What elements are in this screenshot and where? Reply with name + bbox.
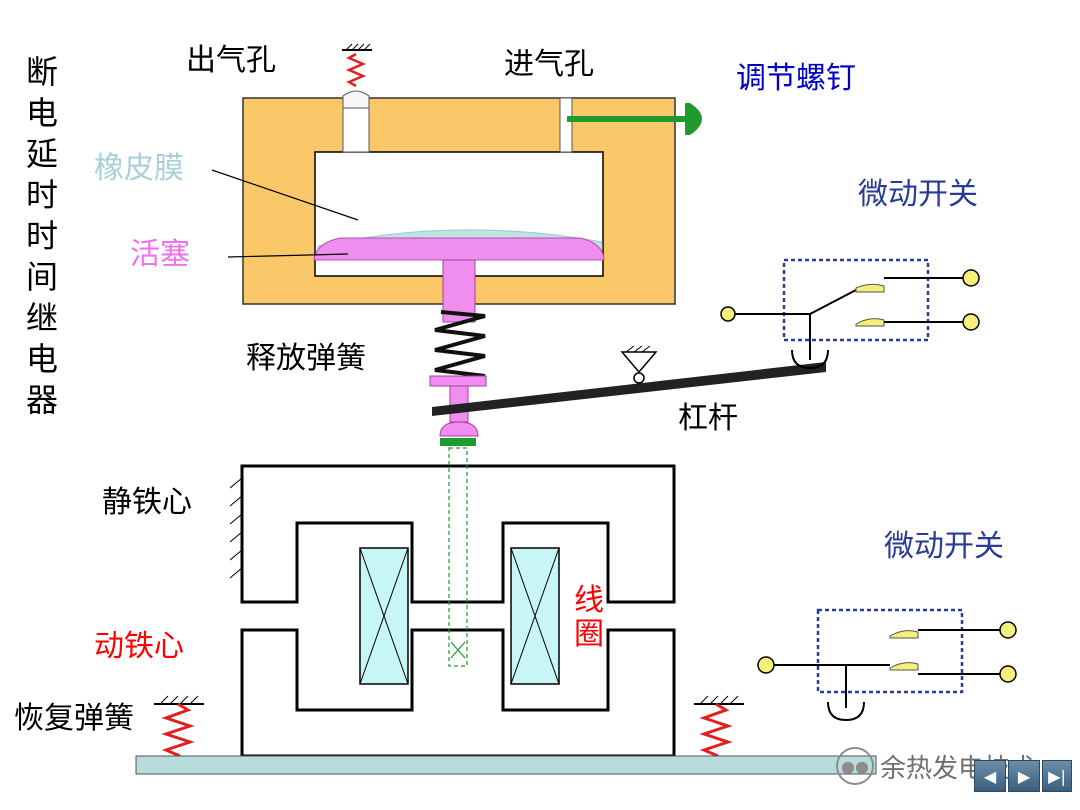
base-plate — [135, 755, 877, 775]
label-static-core: 静铁心 — [102, 485, 192, 520]
label-adjust-screw: 调节螺钉 — [736, 61, 856, 96]
label-moving-core: 动铁心 — [94, 629, 184, 664]
micro-switch-bottom — [757, 608, 1017, 722]
outlet-spring — [345, 52, 367, 88]
piston-pointer — [227, 253, 349, 258]
reset-spring-right — [699, 702, 733, 758]
label-coil: 线圈 — [574, 583, 604, 652]
outlet-valve — [342, 90, 370, 109]
label-micro-switch-top: 微动开关 — [858, 177, 978, 212]
ground-hatch-icon — [345, 43, 371, 51]
coil-right — [510, 547, 560, 685]
release-spring — [434, 310, 486, 378]
static-core-hatch — [229, 477, 243, 579]
lever-pivot — [620, 351, 658, 374]
membrane-pointer — [211, 169, 359, 221]
label-rubber-membrane: 橡皮膜 — [94, 151, 184, 186]
piston-head — [313, 237, 605, 261]
spring-seat — [429, 375, 487, 387]
inlet-channel — [559, 97, 573, 153]
push-rod-dashed — [448, 447, 468, 667]
label-piston: 活塞 — [130, 237, 190, 272]
label-outlet: 出气孔 — [186, 43, 276, 78]
pivot-hatch-icon — [625, 345, 651, 353]
micro-switch-top — [720, 258, 980, 370]
label-release-spring: 释放弹簧 — [246, 341, 366, 376]
wechat-icon: ●● — [836, 747, 874, 785]
label-inlet: 进气孔 — [504, 47, 594, 82]
adjust-screw-head — [685, 103, 702, 135]
coil-left — [359, 547, 409, 685]
rod-end-cap — [439, 421, 479, 437]
nav-previous-icon[interactable]: ◀ — [974, 760, 1006, 792]
static-core — [240, 464, 676, 604]
diagram-title: 断电延时时间继电器 — [26, 53, 59, 419]
green-pad — [440, 438, 476, 446]
label-reset-spring: 恢复弹簧 — [14, 701, 134, 736]
label-lever: 杠杆 — [678, 401, 738, 436]
lever-arm — [432, 362, 826, 416]
pivot-pin — [633, 372, 645, 384]
nav-next-icon[interactable]: ▶ — [1008, 760, 1040, 792]
nav-end-icon[interactable]: ▶| — [1042, 760, 1072, 792]
label-micro-switch-bottom: 微动开关 — [884, 529, 1004, 564]
reset-spring-left — [161, 702, 195, 758]
